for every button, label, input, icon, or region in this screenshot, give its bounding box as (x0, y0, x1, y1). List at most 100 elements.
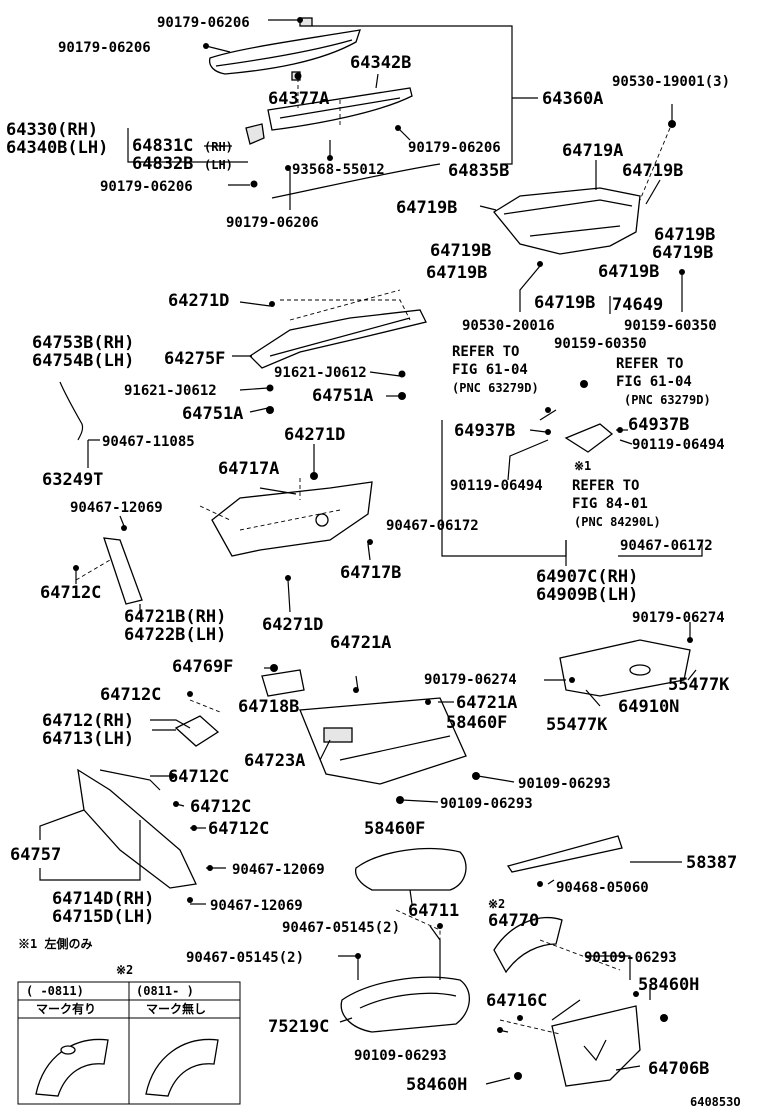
label: 58460F (446, 713, 507, 733)
label: 90109-06293 (354, 1048, 447, 1064)
label: 64721A (330, 633, 391, 653)
arch-without-mark (145, 1038, 219, 1097)
label: 64714D(RH) (52, 889, 154, 909)
label: 64937B (454, 421, 515, 441)
label: 64719B (426, 263, 487, 283)
label: 64753B(RH) (32, 333, 134, 353)
package-tray-part (248, 309, 427, 369)
label: 90467-12069 (232, 862, 325, 878)
label: 64722B(LH) (124, 625, 226, 645)
label: 90467-11085 (102, 434, 195, 450)
label: 64360A (542, 89, 603, 109)
label: 90179-06206 (58, 40, 151, 56)
label: 64751A (182, 404, 243, 424)
label: REFER TO (572, 478, 639, 494)
label: 58387 (686, 853, 737, 873)
label: 64757 (10, 845, 61, 865)
label: (PNC 63279D) (452, 381, 539, 395)
label: 90467-06172 (386, 518, 479, 534)
trunk-lid-trim-part (493, 187, 641, 255)
label: 64754B(LH) (32, 351, 134, 371)
label: 64719B (654, 225, 715, 245)
label: 90179-06206 (100, 179, 193, 195)
bracket-b-part (103, 537, 143, 605)
label: 90109-06293 (518, 776, 611, 792)
label: 55477K (668, 675, 730, 695)
bracket-d-part (174, 715, 220, 747)
label: 64719B (652, 243, 713, 263)
tire-cover-part (340, 976, 470, 1033)
label: 90468-05060 (556, 880, 649, 896)
label: 74649 (612, 295, 663, 315)
label: 64342B (350, 53, 411, 73)
label: 90159-60350 (624, 318, 717, 334)
table-period-1: ( -0811) (26, 984, 84, 998)
label: 64718B (238, 697, 299, 717)
label: 90119-06494 (450, 478, 543, 494)
label: 90467-06172 (620, 538, 713, 554)
label: 58460H (638, 975, 699, 995)
cable-part (59, 381, 84, 441)
side-trim-part (77, 768, 197, 889)
side-panel-part (551, 1005, 641, 1087)
label: 64712C (40, 583, 101, 603)
label: (PNC 84290L) (574, 515, 661, 529)
figure-code: 640853O (690, 1095, 741, 1109)
label: 75219C (268, 1017, 329, 1037)
label: 64910N (618, 697, 679, 717)
label: ※2 (116, 963, 133, 977)
label: 64713(LH) (42, 729, 134, 749)
label: 55477K (546, 715, 608, 735)
spoiler-part (208, 17, 361, 75)
label: 64717B (340, 563, 401, 583)
label: 64719B (396, 198, 457, 218)
label: 64712C (190, 797, 251, 817)
label: 64715D(LH) (52, 907, 154, 927)
label: 58460H (406, 1075, 467, 1095)
board-part (559, 639, 691, 697)
label: FIG 61-04 (452, 362, 528, 378)
label: 64721B(RH) (124, 607, 226, 627)
label: 64770 (488, 911, 539, 931)
label: 64751A (312, 386, 373, 406)
label: 64712C (100, 685, 161, 705)
label: 90530-20016 (462, 318, 555, 334)
label: 64271D (284, 425, 345, 445)
floor-part (299, 697, 467, 785)
sill-strip-part (506, 835, 623, 873)
label: 90109-06293 (440, 796, 533, 812)
label: (LH) (204, 158, 233, 172)
label: FIG 61-04 (616, 374, 692, 390)
label: 90179-06206 (408, 140, 501, 156)
arch-with-mark (35, 1038, 109, 1097)
fasteners (73, 17, 693, 1080)
label: 63249T (42, 470, 103, 490)
label: 90179-06206 (226, 215, 319, 231)
table-label-2: マーク無し (146, 1001, 206, 1016)
frame-part (211, 481, 373, 557)
label: 91621-J0612 (124, 383, 217, 399)
mark-icon (60, 1045, 76, 1055)
label: 64340B(LH) (6, 138, 108, 158)
label: 64719B (534, 293, 595, 313)
label: 64712C (168, 767, 229, 787)
label: 90467-05145(2) (282, 920, 400, 936)
label: 90119-06494 (632, 437, 725, 453)
label: 91621-J0612 (274, 365, 367, 381)
strip-part (271, 163, 441, 199)
label: ※1 左側のみ (18, 936, 92, 951)
label: 90179-06206 (157, 15, 250, 31)
label: 64716C (486, 991, 547, 1011)
label: (PNC 63279D) (624, 393, 711, 407)
label: 64723A (244, 751, 305, 771)
label: REFER TO (452, 344, 519, 360)
label: 64712C (208, 819, 269, 839)
label: 64937B (628, 415, 689, 435)
label: 64706B (648, 1059, 709, 1079)
label: REFER TO (616, 356, 683, 372)
label: 90159-60350 (554, 336, 647, 352)
label: 64717A (218, 459, 279, 479)
label: 90179-06274 (424, 672, 517, 688)
